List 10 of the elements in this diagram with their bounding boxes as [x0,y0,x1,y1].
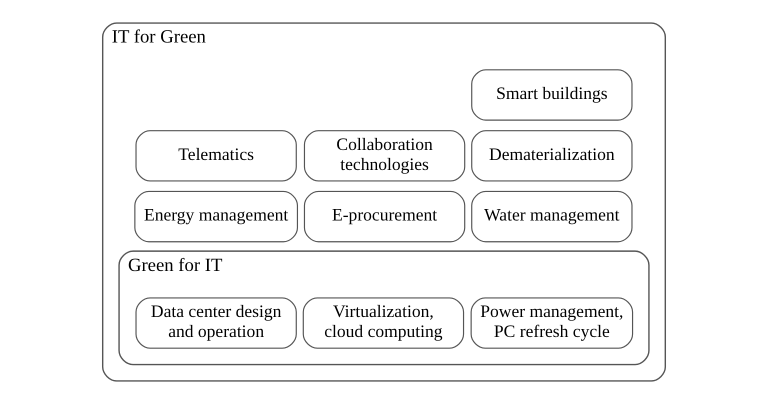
node-box: E-procurement [304,190,466,242]
node-box: Power management, PC refresh cycle [470,296,634,348]
node-box: Data center design and operation [135,296,297,348]
node-box: Telematics [135,130,297,182]
node-box: Smart buildings [471,68,633,120]
node-box: Collaboration technologies [304,130,466,182]
node-box: Water management [471,190,633,242]
node-box: Dematerialization [471,130,633,182]
node-box: Virtualization, cloud computing [302,296,464,348]
node-box: Energy management [134,190,298,242]
